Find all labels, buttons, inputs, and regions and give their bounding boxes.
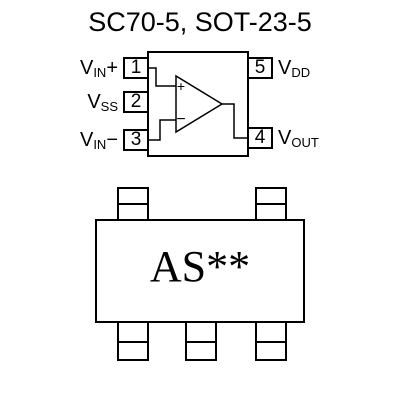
wire-inverting (148, 119, 176, 141)
pin-label-vdd: VDD (278, 57, 311, 80)
pin-label-vin-minus: VIN− (79, 129, 118, 152)
pin-label-vss: VSS (87, 91, 118, 114)
opamp-triangle (175, 74, 224, 134)
pin-box-2 (123, 91, 149, 113)
pin-number-4: 4 (254, 127, 266, 148)
pin-box-5 (247, 57, 273, 79)
package-marking: AS** (149, 242, 251, 291)
pin-label-vout: VOUT (278, 127, 319, 150)
pin-number-3: 3 (130, 129, 142, 150)
pin-number-2: 2 (130, 91, 142, 112)
pin-number-5: 5 (254, 57, 266, 78)
pin-label-vin-plus: VIN+ (79, 57, 118, 80)
package-body (95, 219, 305, 323)
diagram-title: SC70-5, SOT-23-5 (88, 7, 312, 37)
opamp-plus-sign: + (176, 78, 186, 94)
wire-output (222, 103, 248, 139)
pin-number-1: 1 (130, 57, 142, 78)
wire-noninverting (148, 67, 176, 87)
opamp-minus-sign: − (176, 111, 186, 128)
